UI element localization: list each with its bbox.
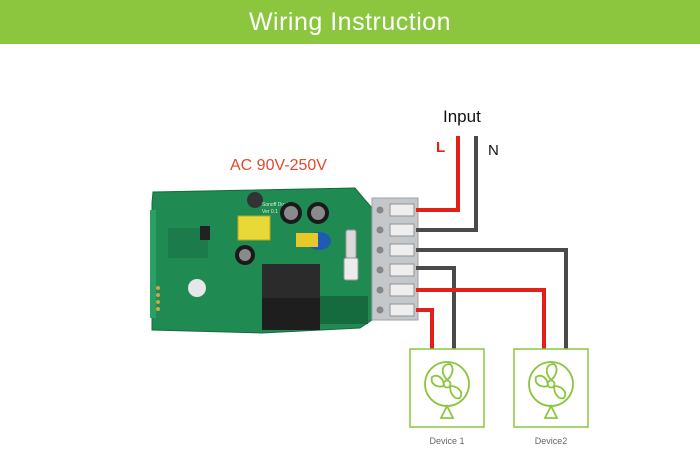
terminal-block xyxy=(371,197,419,321)
device-2-label: Device2 xyxy=(535,436,568,446)
live-device2-wire xyxy=(416,288,546,349)
live-device1-wire xyxy=(416,308,434,349)
live-input-wire xyxy=(416,136,460,212)
wires xyxy=(416,136,568,349)
input-label: Input xyxy=(443,107,481,126)
fan-icon xyxy=(424,361,470,419)
board-silk-version: Ver 0.1 xyxy=(262,209,278,215)
fan-icon xyxy=(528,361,574,419)
live-label: L xyxy=(436,139,445,156)
neutral-input-wire xyxy=(416,136,478,232)
relay-board: Sonoff Dual Ver 0.1 xyxy=(150,187,373,334)
voltage-label: AC 90V-250V xyxy=(230,157,327,174)
wiring-diagram-svg: Input L N AC 90V-250V Sonoff Dual Ver 0.… xyxy=(150,107,589,446)
page-title: Wiring Instruction xyxy=(248,7,452,36)
device-1: Device 1 xyxy=(409,348,485,446)
neutral-label: N xyxy=(488,142,499,159)
board-silk-title: Sonoff Dual xyxy=(262,202,288,208)
neutral-device1-wire xyxy=(416,266,456,349)
neutral-device2-wire xyxy=(416,248,568,349)
device-1-label: Device 1 xyxy=(429,436,464,446)
header-banner: Wiring Instruction xyxy=(0,0,700,44)
wiring-diagram: Input L N AC 90V-250V Sonoff Dual Ver 0.… xyxy=(0,44,700,454)
device-2: Device2 xyxy=(513,348,589,446)
